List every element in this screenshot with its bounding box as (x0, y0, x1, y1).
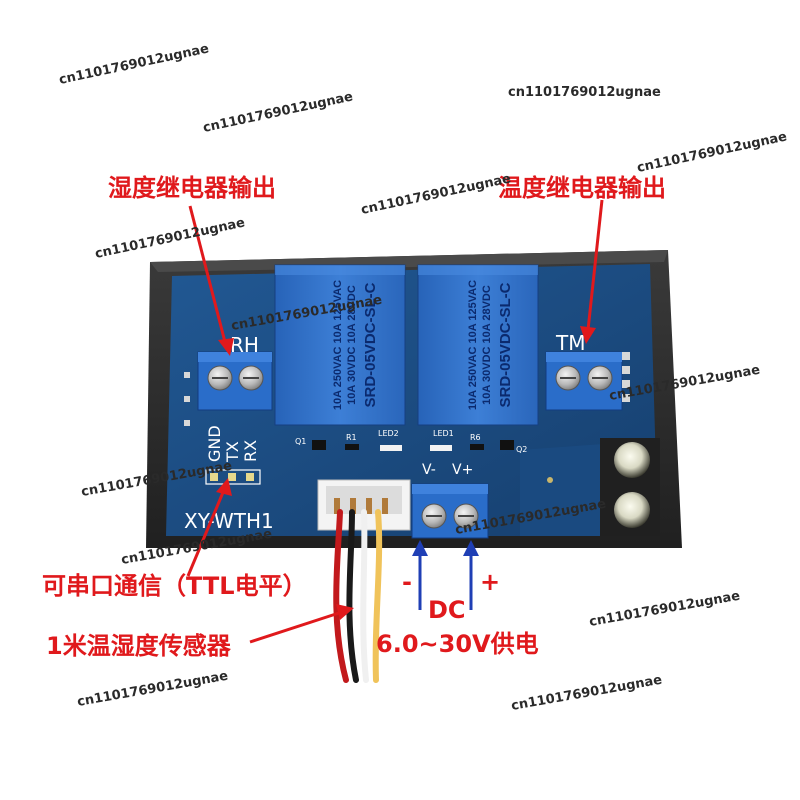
board-model: XY-WTH1 (184, 509, 274, 533)
capacitor-top (614, 442, 650, 478)
rh-terminal-block: RH (197, 333, 273, 411)
humidity-relay-output-label: 湿度继电器输出 (108, 174, 276, 202)
sensor-label: 1米温湿度传感器 (46, 632, 232, 660)
relay-right-rating-2: 10A 30VDC 10A 28VDC (481, 285, 493, 405)
watermark-2: cn1101769012ugnae (508, 85, 661, 100)
pin-rx-label: RX (241, 440, 260, 462)
pin-tx-label: TX (223, 441, 242, 463)
watermark-3: cn1101769012ugnae (202, 89, 355, 135)
relay-left-rating-2: 10A 30VDC 10A 28VDC (346, 285, 358, 405)
r6-label: R6 (470, 433, 481, 442)
mounting-hole (547, 477, 553, 483)
watermark-12: cn1101769012ugnae (588, 589, 741, 630)
component-row: Q1 R1 LED2 LED1 R6 Q2 (295, 429, 527, 454)
relay-left-rating-1: 10A 250VAC 10A 125VAC (332, 280, 344, 410)
plus-label: + (480, 568, 500, 596)
watermark-5: cn1101769012ugnae (360, 171, 513, 217)
r1-label: R1 (346, 433, 357, 442)
watermark-14: cn1101769012ugnae (510, 673, 663, 714)
relay-right-rating-1: 10A 250VAC 10A 125VAC (467, 280, 479, 410)
dc-polarity-arrows (412, 540, 479, 610)
supply-voltage-label: 6.0~30V供电 (376, 630, 539, 658)
q2-label: Q2 (516, 445, 527, 454)
watermark-1: cn1101769012ugnae (58, 41, 211, 87)
temperature-relay-output-label: 温度继电器输出 (498, 174, 666, 202)
relay-right-model: SRD-05VDC-SL-C (497, 282, 514, 407)
relay-left-model: SRD-05VDC-SL-C (362, 282, 379, 407)
watermark-4: cn1101769012ugnae (636, 129, 789, 175)
pin-gnd-label: GND (205, 425, 224, 462)
relay-left: 10A 250VAC 10A 125VAC 10A 30VDC 10A 28VD… (274, 264, 406, 426)
dc-label: DC (428, 596, 466, 624)
serial-comm-label: 可串口通信（TTL电平） (42, 572, 307, 600)
minus-label: - (402, 568, 412, 596)
capacitor-bottom (614, 492, 650, 528)
v-plus-label: V+ (452, 462, 473, 478)
relay-right: 10A 250VAC 10A 125VAC 10A 30VDC 10A 28VD… (417, 264, 539, 426)
led1-label: LED1 (433, 429, 454, 438)
serial-header: GND TX RX (205, 425, 261, 485)
led2-label: LED2 (378, 429, 399, 438)
watermark-6: cn1101769012ugnae (94, 215, 247, 261)
power-terminal-block: V- V+ (411, 462, 489, 539)
capacitors (600, 438, 660, 536)
annotation-arrows (186, 199, 604, 644)
side-pin-header (184, 352, 630, 426)
tm-terminal-block: TM (545, 331, 623, 411)
q1-label: Q1 (295, 437, 306, 446)
watermark-13: cn1101769012ugnae (76, 669, 229, 710)
rh-silkscreen: RH (230, 333, 259, 357)
sensor-cable (333, 509, 383, 683)
v-minus-label: V- (422, 462, 436, 478)
tm-silkscreen: TM (555, 331, 585, 355)
